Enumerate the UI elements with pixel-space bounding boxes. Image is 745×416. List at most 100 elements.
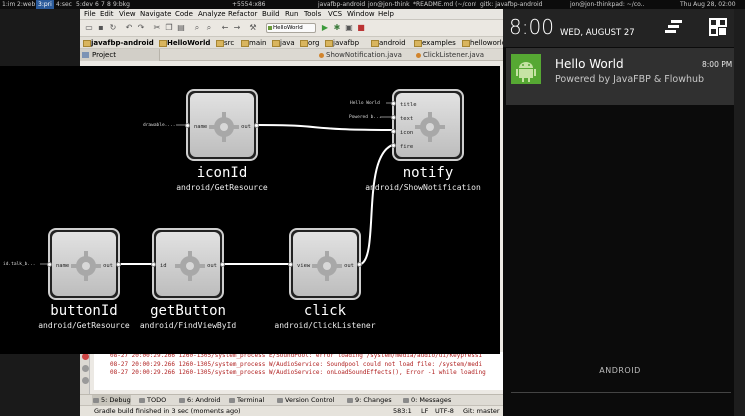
breadcrumb-project[interactable]: javafbp-android <box>82 38 154 48</box>
favorites-icon[interactable] <box>82 365 89 372</box>
line-separator[interactable]: LF <box>421 407 429 415</box>
outport-out[interactable] <box>116 262 121 267</box>
breadcrumb-org[interactable]: org <box>299 38 319 48</box>
node-title: notify <box>402 165 454 181</box>
workspace-7[interactable]: 7 <box>101 1 105 8</box>
workspace-6[interactable]: 6 <box>95 1 99 8</box>
workspace-8[interactable]: 8 <box>107 1 111 8</box>
forward-icon[interactable]: → <box>233 23 241 32</box>
cut-icon[interactable]: ✂ <box>153 23 161 32</box>
error-icon[interactable] <box>82 353 89 360</box>
tab-messages[interactable]: 0: Messages <box>402 395 451 406</box>
paste-icon[interactable]: ▤ <box>177 23 185 32</box>
inport-title[interactable] <box>391 101 396 106</box>
structure-icon[interactable] <box>82 377 89 384</box>
menu-help[interactable]: Help <box>378 10 394 18</box>
menu-file[interactable]: File <box>84 10 96 18</box>
replace-icon[interactable]: ⌕ <box>206 23 212 32</box>
outport-out[interactable] <box>220 262 225 267</box>
notification-card[interactable]: Hello World Powered by JavaFBP & Flowhub… <box>506 48 742 105</box>
workspace-3[interactable]: 3:pri <box>36 0 54 9</box>
caret-position[interactable]: 583:1 <box>393 407 412 415</box>
tab-show-notification[interactable]: ShowNotification.java <box>318 50 402 61</box>
node-body: name out <box>52 232 116 296</box>
tab-changes[interactable]: 9: Changes <box>346 395 392 406</box>
system-taskbar: 1:im 2:web 3:pri 4:sec 5:dev 6 7 8 9:bkg… <box>0 0 745 9</box>
menu-analyze[interactable]: Analyze <box>198 10 226 18</box>
menu-code[interactable]: Code <box>175 10 193 18</box>
menu-build[interactable]: Build <box>262 10 280 18</box>
breadcrumb-main[interactable]: main <box>240 38 267 48</box>
node-click[interactable]: view out <box>288 228 362 300</box>
inport-fire[interactable] <box>391 143 396 148</box>
tab-debug[interactable]: 5: Debug <box>92 395 131 406</box>
node-iconid[interactable]: name out <box>185 89 259 161</box>
breadcrumb-helloworld[interactable]: helloworld <box>461 38 503 48</box>
outport-out[interactable] <box>254 123 259 128</box>
undo-icon[interactable]: ↶ <box>125 23 133 32</box>
node-getbutton[interactable]: id out <box>151 228 225 300</box>
open-folder-icon[interactable]: ▭ <box>85 23 93 32</box>
menu-edit[interactable]: Edit <box>100 10 114 18</box>
window-gitk[interactable]: gitk: javafbp-android <box>480 1 543 8</box>
menu-navigate[interactable]: Navigate <box>140 10 172 18</box>
vcs-branch[interactable]: Git: master <box>463 407 500 415</box>
window-readme[interactable]: *README.md (~/contri... <box>413 1 476 8</box>
redo-icon[interactable]: ↷ <box>137 23 145 32</box>
debug-icon[interactable]: ✱ <box>333 23 341 32</box>
workspace-1[interactable]: 1:im <box>2 1 16 8</box>
node-buttonid[interactable]: name out <box>47 228 121 300</box>
inport-view[interactable] <box>288 262 293 267</box>
window-terminal-2[interactable]: jon@jon-thinkpad: ~/co... <box>570 1 645 8</box>
flowhub-graph-canvas[interactable]: name out iconId android/GetResource draw… <box>0 66 500 354</box>
run-icon[interactable]: ▶ <box>321 23 329 32</box>
window-javafbp[interactable]: javafbp-android <box>318 1 366 8</box>
inport-id[interactable] <box>151 262 156 267</box>
breadcrumb-java[interactable]: java <box>271 38 295 48</box>
inport-name[interactable] <box>47 262 52 267</box>
workspace-9[interactable]: 9:bkg <box>113 1 130 8</box>
workspace-5[interactable]: 5:dev <box>76 1 93 8</box>
menu-view[interactable]: View <box>119 10 136 18</box>
node-title: iconId <box>196 165 248 181</box>
tab-todo[interactable]: TODO <box>138 395 166 406</box>
menu-window[interactable]: Window <box>347 10 375 18</box>
copy-icon[interactable]: ❐ <box>165 23 173 32</box>
shade-handle[interactable] <box>511 392 731 393</box>
workspace-4[interactable]: 4:sec <box>56 1 72 8</box>
quick-settings-icon[interactable] <box>709 18 727 36</box>
breadcrumb-module[interactable]: HelloWorld <box>158 38 210 48</box>
menu-tools[interactable]: Tools <box>304 10 322 18</box>
breadcrumb-examples[interactable]: examples <box>413 38 456 48</box>
project-panel-tab[interactable]: Project <box>80 49 160 61</box>
breadcrumb-javafbp[interactable]: javafbp <box>324 38 359 48</box>
tab-terminal[interactable]: Terminal <box>228 395 264 406</box>
stop-icon[interactable]: ■ <box>357 23 365 32</box>
tab-version-control[interactable]: Version Control <box>276 395 334 406</box>
inport-icon[interactable] <box>391 129 396 134</box>
find-icon[interactable]: ⌕ <box>194 23 200 32</box>
window-terminal-1[interactable]: jon@jon-thinkpad: ~/co... <box>368 1 410 8</box>
node-notify[interactable]: title text icon fire <box>391 89 464 161</box>
outport-out[interactable] <box>357 262 362 267</box>
coverage-icon[interactable]: ▣ <box>345 23 353 32</box>
inport-name[interactable] <box>185 123 190 128</box>
gear-icon <box>415 112 445 142</box>
clear-all-icon[interactable] <box>665 18 683 36</box>
menu-refactor[interactable]: Refactor <box>228 10 258 18</box>
menu-run[interactable]: Run <box>285 10 299 18</box>
breadcrumb-android[interactable]: android <box>370 38 406 48</box>
inport-text[interactable] <box>391 115 396 120</box>
tab-android[interactable]: 6: Android <box>178 395 221 406</box>
make-icon[interactable]: ⚒ <box>249 23 257 32</box>
workspace-2[interactable]: 2:web <box>17 1 36 8</box>
save-icon[interactable]: ▪ <box>98 23 104 32</box>
file-encoding[interactable]: UTF-8 <box>435 407 454 415</box>
android-emulator-screen[interactable]: 8:00 WED, AUGUST 27 Hello World Powered … <box>503 9 745 416</box>
sync-icon[interactable]: ↻ <box>109 23 117 32</box>
run-config-select[interactable]: HelloWorld <box>266 23 316 33</box>
breadcrumb-src[interactable]: src <box>215 38 234 48</box>
tab-click-listener[interactable]: ClickListener.java <box>415 50 484 61</box>
back-icon[interactable]: ← <box>221 23 229 32</box>
menu-vcs[interactable]: VCS <box>328 10 343 18</box>
